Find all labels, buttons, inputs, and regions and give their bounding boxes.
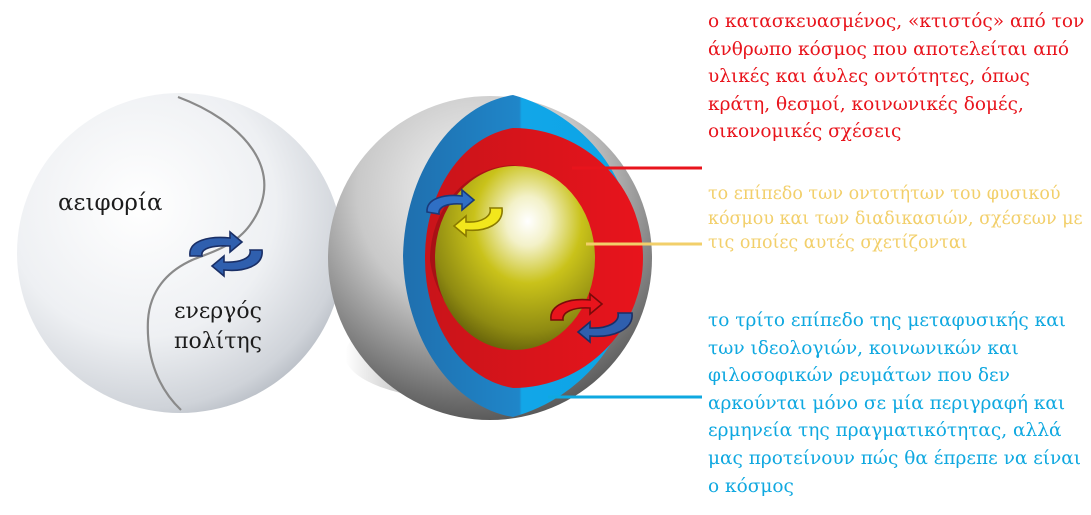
cycle-arrows-left: [189, 230, 263, 278]
layered-sphere: [328, 95, 652, 420]
built-world-description: ο κατασκευασμένος, «κτιστός» από τον άνθ…: [708, 11, 1085, 142]
left-sphere: [17, 93, 343, 413]
natural-world-core: [435, 166, 595, 350]
cycle-arrows-yellow-blue: [426, 188, 503, 238]
sustainability-label: αειφορία: [58, 190, 163, 216]
yin-yang-divider: [146, 95, 266, 411]
natural-world-description: το επίπεδο των οντοτήτων του φυσικού κόσ…: [708, 184, 1083, 253]
active-citizen-line-1: ενεργός: [174, 299, 262, 324]
cycle-arrows-red-blue: [550, 292, 633, 344]
active-citizen-label: ενεργός πολίτης: [148, 297, 288, 357]
metaphysics-description: το τρίτο επίπεδο της μεταφυσικής και των…: [708, 310, 1082, 497]
active-citizen-line-2: πολίτης: [174, 329, 262, 354]
